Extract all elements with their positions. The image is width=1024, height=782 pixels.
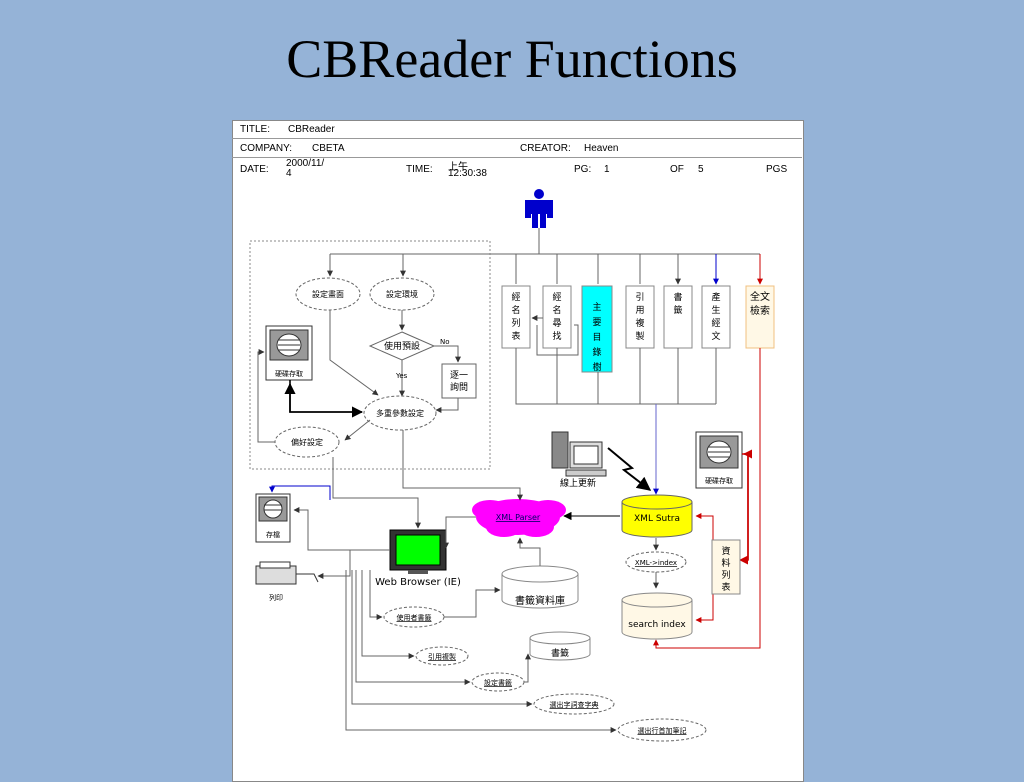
title-label: TITLE:	[240, 124, 271, 135]
column-5-char-1: 生	[711, 304, 720, 316]
pg-value: 1	[604, 164, 610, 175]
use-default-label: 使用預設	[384, 340, 420, 352]
data-list-char-2: 列	[721, 569, 730, 581]
column-0-char-1: 名	[511, 304, 520, 316]
ask-each-box	[441, 363, 477, 399]
output-label-2: 設定書籤	[484, 678, 512, 687]
slide-title: CBReader Functions	[286, 29, 738, 89]
disk-access-left-label: 硬碟存取	[275, 369, 303, 378]
column-2-char-4: 樹	[592, 361, 601, 373]
column-3-char-3: 製	[635, 330, 644, 342]
output-label-4: 選出行首加筆記	[638, 726, 687, 735]
yes-label: Yes	[395, 372, 408, 380]
date-value-line2: 4	[286, 168, 292, 179]
time-label: TIME:	[406, 164, 433, 175]
online-update-label: 線上更新	[560, 477, 596, 489]
column-3-char-0: 引	[635, 292, 644, 303]
creator-label: CREATOR:	[520, 143, 571, 154]
multi-params-label: 多重參數設定	[376, 408, 424, 418]
print-label: 列印	[269, 593, 283, 602]
column-6[interactable]	[745, 285, 775, 349]
column-6-char-0: 全文	[750, 290, 770, 303]
settings-group	[249, 240, 491, 470]
output-cloud-3	[533, 693, 615, 715]
time-value-line1: 上午	[448, 162, 468, 173]
settings-env-label: 設定環境	[386, 289, 418, 299]
xml-parser-label: XML Parser	[496, 513, 541, 522]
settings-env-cloud	[369, 277, 435, 311]
column-4-char-0: 書	[673, 291, 682, 303]
ask-each-line1: 逐一	[450, 370, 468, 381]
creator-value: Heaven	[584, 143, 619, 154]
ask-each-line2: 詢問	[450, 381, 468, 393]
pgs-label: PGS	[766, 164, 788, 175]
column-1-char-0: 經	[552, 291, 561, 303]
web-browser-label: Web Browser (IE)	[375, 577, 461, 588]
column-1[interactable]	[542, 285, 572, 349]
diagram-header: TITLE: CBReader COMPANY: CBETA CREATOR: …	[232, 120, 802, 179]
data-list-char-3: 表	[721, 581, 730, 593]
column-2-char-2: 目	[592, 332, 601, 343]
output-label-1: 引用複製	[428, 652, 456, 661]
column-0-char-3: 表	[511, 330, 520, 342]
column-2-char-1: 要	[592, 317, 601, 328]
data-list-char-0: 資	[721, 545, 730, 557]
of-value: 5	[698, 164, 704, 175]
bookmark-label: 書籤	[551, 647, 569, 659]
output-label-3: 選出字詞查字典	[550, 700, 599, 709]
no-label: No	[440, 338, 450, 346]
pg-label: PG:	[574, 164, 592, 175]
bookmark-db	[501, 574, 579, 609]
column-3-char-2: 複	[635, 317, 644, 329]
output-cloud-1	[415, 646, 469, 666]
xml-sutra-db	[621, 502, 693, 538]
output-cloud-4	[617, 718, 707, 742]
output-label-0: 使用者書籤	[397, 613, 432, 622]
printer-icon	[255, 561, 319, 585]
search-index-label: search index	[628, 620, 686, 630]
multi-params-cloud	[363, 395, 437, 431]
xml-sutra-label: XML Sutra	[634, 514, 680, 524]
column-5-char-2: 經	[711, 317, 720, 329]
company-label: COMPANY:	[240, 143, 293, 154]
column-5-char-0: 產	[711, 291, 720, 303]
column-1-char-2: 尋	[552, 318, 561, 329]
column-5-char-3: 文	[711, 330, 720, 342]
title-value: CBReader	[288, 124, 335, 135]
date-label: DATE:	[240, 164, 269, 175]
disk-access-right-label: 硬碟存取	[705, 476, 733, 485]
company-value: CBETA	[312, 143, 345, 154]
settings-screen-cloud	[295, 277, 361, 311]
xml-index-label: XML->index	[635, 559, 677, 567]
column-2-char-0: 主	[592, 301, 601, 313]
time-value-line2: 12:30:38	[448, 168, 487, 179]
web-browser-monitor-icon	[389, 529, 447, 574]
online-update-computer-icon	[551, 431, 607, 477]
bookmark-db-label: 書籤資料庫	[515, 594, 565, 607]
user-icon	[525, 189, 553, 228]
column-4-char-1: 籤	[673, 304, 682, 316]
settings-screen-label: 設定畫面	[312, 289, 344, 299]
column-6-char-1: 檢索	[750, 304, 770, 317]
save-label: 存檔	[266, 530, 280, 539]
data-list-box	[711, 539, 741, 595]
xml-index-cloud	[625, 551, 687, 573]
column-0-char-2: 列	[511, 317, 520, 329]
column-2-char-3: 錄	[592, 346, 601, 358]
column-0[interactable]	[501, 285, 531, 349]
column-1-char-1: 名	[552, 304, 561, 316]
column-2[interactable]	[581, 285, 613, 373]
column-3-char-1: 用	[635, 305, 644, 316]
search-index-db	[621, 600, 693, 640]
of-label: OF	[670, 164, 684, 175]
column-5[interactable]	[701, 285, 731, 349]
date-value-line1: 2000/11/	[286, 158, 325, 169]
prefs-label: 偏好設定	[291, 437, 323, 447]
data-list-char-1: 料	[721, 557, 730, 569]
column-0-char-0: 經	[511, 291, 520, 303]
column-1-char-3: 找	[552, 330, 561, 342]
